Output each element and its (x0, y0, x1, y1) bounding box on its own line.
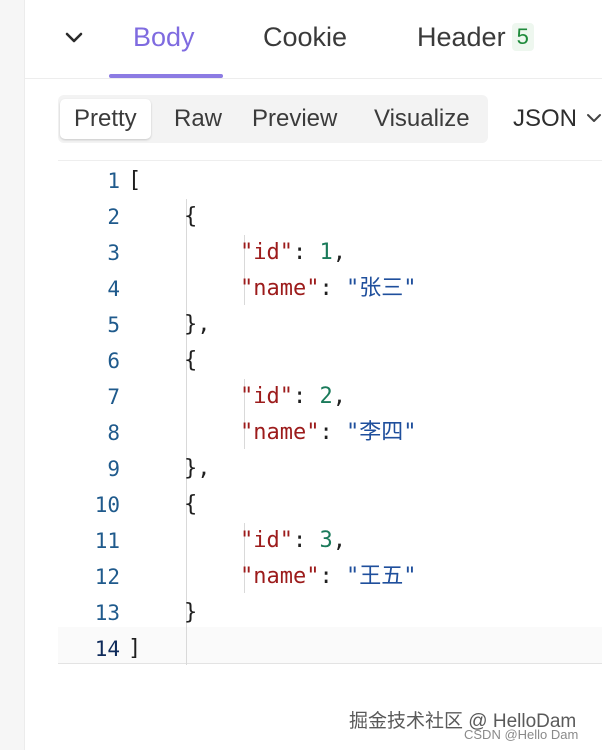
json-key: "id" (240, 384, 293, 409)
json-code-viewer[interactable]: 1 2 3 4 5 6 7 8 9 10 11 12 13 14 [ { "id… (58, 160, 602, 665)
line-number: 9 (107, 457, 120, 481)
indent-guide (244, 523, 245, 593)
json-key: "id" (240, 240, 293, 265)
json-string: "张三" (345, 276, 417, 301)
view-raw-button[interactable]: Raw (174, 105, 223, 132)
json-string: "王五" (345, 564, 417, 589)
indent-guide (244, 235, 245, 305)
code-line: "id": 2, (240, 384, 346, 409)
code-line: ] (128, 636, 142, 661)
line-number: 5 (107, 313, 120, 337)
active-tab-indicator (109, 74, 223, 78)
code-line: } (184, 600, 198, 625)
tab-label: Header (417, 22, 506, 52)
chevron-down-icon (585, 100, 602, 140)
line-number: 4 (107, 277, 120, 301)
code-line: { (184, 204, 198, 229)
watermark: 掘金技术社区 @ HelloDam (349, 711, 577, 732)
code-line: "id": 3, (240, 528, 346, 553)
indent-guide (244, 379, 245, 449)
indent-guide (186, 199, 187, 665)
view-preview-button[interactable]: Preview (252, 105, 338, 132)
code-line: "name": "王五" (240, 564, 417, 589)
json-number: 3 (319, 528, 333, 553)
json-key: "name" (240, 564, 320, 589)
code-line: }, (184, 456, 211, 481)
source-credit: CSDN @Hello Dam (464, 727, 579, 742)
json-key: "id" (240, 528, 293, 553)
line-number: 14 (94, 637, 120, 661)
tab-cookie[interactable]: Cookie (263, 22, 347, 53)
line-number: 10 (94, 493, 120, 517)
code-line: { (184, 492, 198, 517)
collapse-toggle-button[interactable] (63, 26, 85, 48)
line-number: 13 (94, 601, 120, 625)
active-line-highlight (58, 627, 602, 664)
view-visualize-button[interactable]: Visualize (374, 105, 470, 132)
json-key: "name" (240, 420, 320, 445)
line-number: 7 (107, 385, 120, 409)
code-line: { (184, 348, 198, 373)
code-line: "name": "张三" (240, 276, 417, 301)
tab-body[interactable]: Body (133, 22, 195, 53)
line-number: 8 (107, 421, 120, 445)
tab-label: Body (133, 22, 195, 52)
json-string: "李四" (345, 420, 417, 445)
view-mode-switcher: Pretty Raw Preview Visualize (58, 95, 488, 143)
line-number: 3 (107, 241, 120, 265)
view-pretty-button[interactable]: Pretty (60, 99, 151, 139)
line-number: 11 (94, 529, 120, 553)
header-count-badge: 5 (511, 23, 534, 51)
format-selected-label: JSON (513, 105, 578, 132)
json-key: "name" (240, 276, 320, 301)
code-line: "name": "李四" (240, 420, 417, 445)
code-line: "id": 1, (240, 240, 346, 265)
json-number: 2 (319, 384, 333, 409)
line-number: 2 (107, 205, 120, 229)
code-line: [ (128, 168, 142, 193)
format-dropdown[interactable]: JSON (513, 99, 602, 139)
code-content: [ { "id": 1, "name": "张三" }, { "id": 2, … (128, 161, 602, 665)
tab-label: Cookie (263, 22, 348, 52)
line-number: 1 (107, 169, 120, 193)
chevron-down-icon (65, 32, 83, 43)
json-number: 1 (319, 240, 333, 265)
line-number-gutter: 1 2 3 4 5 6 7 8 9 10 11 12 13 14 (58, 161, 120, 664)
code-line: }, (184, 312, 211, 337)
line-number: 6 (107, 349, 120, 373)
line-number: 12 (94, 565, 120, 589)
